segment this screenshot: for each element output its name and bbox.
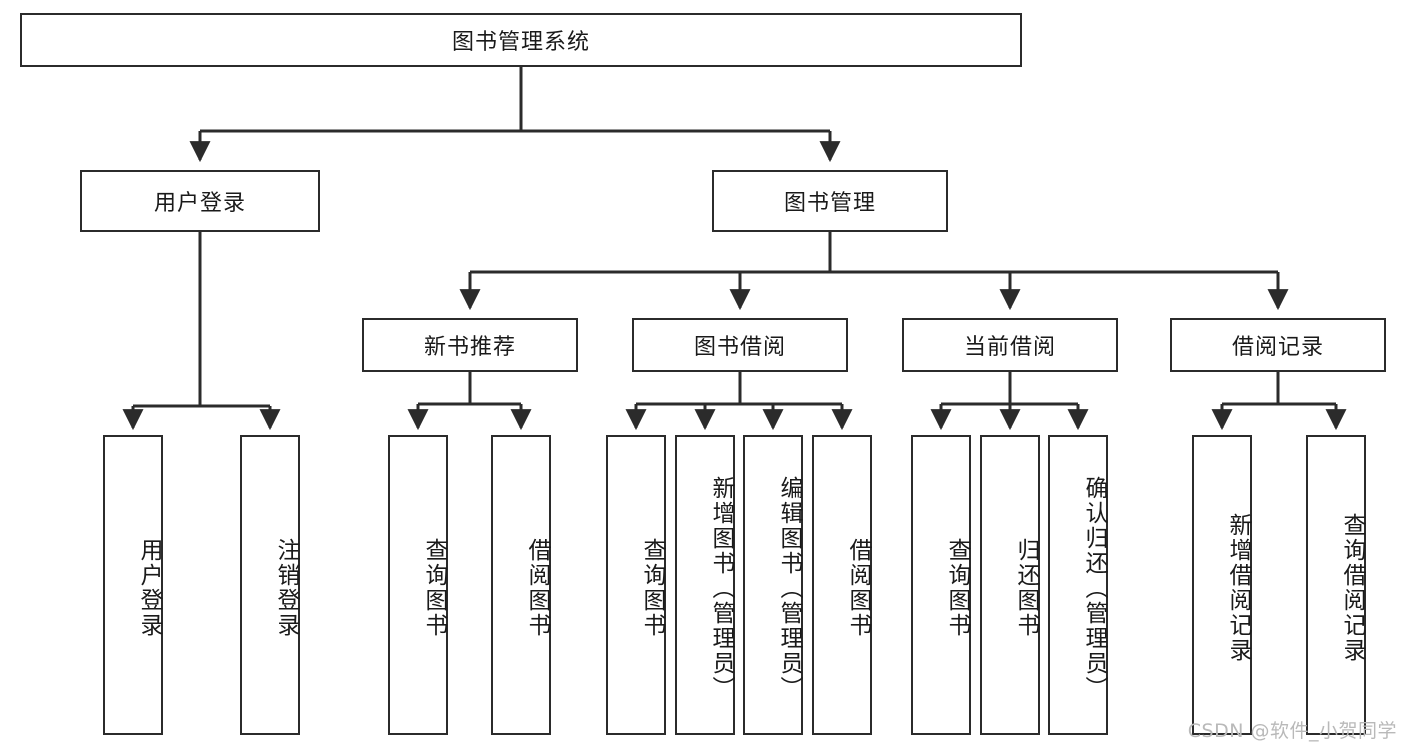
node-leaf-add-record-label: 新增借阅记录 bbox=[1225, 513, 1251, 663]
node-leaf-add-book-label: 新增图书（管理员） bbox=[708, 475, 734, 701]
node-root[interactable]: 图书管理系统 bbox=[20, 13, 1022, 67]
node-leaf-borrow-book-2-label: 借阅图书 bbox=[845, 538, 871, 638]
node-leaf-query-book-2[interactable]: 查询图书 bbox=[606, 435, 666, 735]
node-user-login[interactable]: 用户登录 bbox=[80, 170, 320, 232]
node-leaf-borrow-book-1-label: 借阅图书 bbox=[524, 538, 550, 638]
node-leaf-query-book-3[interactable]: 查询图书 bbox=[911, 435, 971, 735]
node-current-borrow[interactable]: 当前借阅 bbox=[902, 318, 1118, 372]
node-new-book-recommend[interactable]: 新书推荐 bbox=[362, 318, 578, 372]
node-leaf-confirm-return[interactable]: 确认归还（管理员） bbox=[1048, 435, 1108, 735]
node-leaf-query-book-2-label: 查询图书 bbox=[639, 538, 665, 638]
node-leaf-query-book-1-label: 查询图书 bbox=[421, 538, 447, 638]
watermark: CSDN @软件_小贺同学 bbox=[1187, 720, 1397, 742]
node-leaf-query-book-3-label: 查询图书 bbox=[944, 538, 970, 638]
node-book-manage-label: 图书管理 bbox=[783, 191, 876, 216]
node-leaf-query-record[interactable]: 查询借阅记录 bbox=[1306, 435, 1366, 735]
node-book-borrow[interactable]: 图书借阅 bbox=[632, 318, 848, 372]
node-leaf-borrow-book-1[interactable]: 借阅图书 bbox=[491, 435, 551, 735]
node-leaf-edit-book-label: 编辑图书（管理员） bbox=[776, 475, 802, 701]
node-leaf-borrow-book-2[interactable]: 借阅图书 bbox=[812, 435, 872, 735]
node-leaf-confirm-return-label: 确认归还（管理员） bbox=[1081, 475, 1107, 701]
node-borrow-record-label: 借阅记录 bbox=[1231, 335, 1324, 360]
node-leaf-logout-label: 注销登录 bbox=[273, 538, 299, 638]
node-leaf-user-login[interactable]: 用户登录 bbox=[103, 435, 163, 735]
node-current-borrow-label: 当前借阅 bbox=[963, 335, 1056, 360]
node-user-login-label: 用户登录 bbox=[153, 191, 246, 216]
node-leaf-add-book[interactable]: 新增图书（管理员） bbox=[675, 435, 735, 735]
node-leaf-logout[interactable]: 注销登录 bbox=[240, 435, 300, 735]
node-leaf-add-record[interactable]: 新增借阅记录 bbox=[1192, 435, 1252, 735]
node-leaf-return-book-label: 归还图书 bbox=[1013, 538, 1039, 638]
node-leaf-return-book[interactable]: 归还图书 bbox=[980, 435, 1040, 735]
node-new-book-recommend-label: 新书推荐 bbox=[423, 335, 516, 360]
node-borrow-record[interactable]: 借阅记录 bbox=[1170, 318, 1386, 372]
node-book-borrow-label: 图书借阅 bbox=[693, 335, 786, 360]
node-root-label: 图书管理系统 bbox=[451, 30, 590, 55]
node-leaf-edit-book[interactable]: 编辑图书（管理员） bbox=[743, 435, 803, 735]
node-book-manage[interactable]: 图书管理 bbox=[712, 170, 948, 232]
node-leaf-query-book-1[interactable]: 查询图书 bbox=[388, 435, 448, 735]
node-leaf-query-record-label: 查询借阅记录 bbox=[1339, 513, 1365, 663]
node-leaf-user-login-label: 用户登录 bbox=[136, 538, 162, 638]
